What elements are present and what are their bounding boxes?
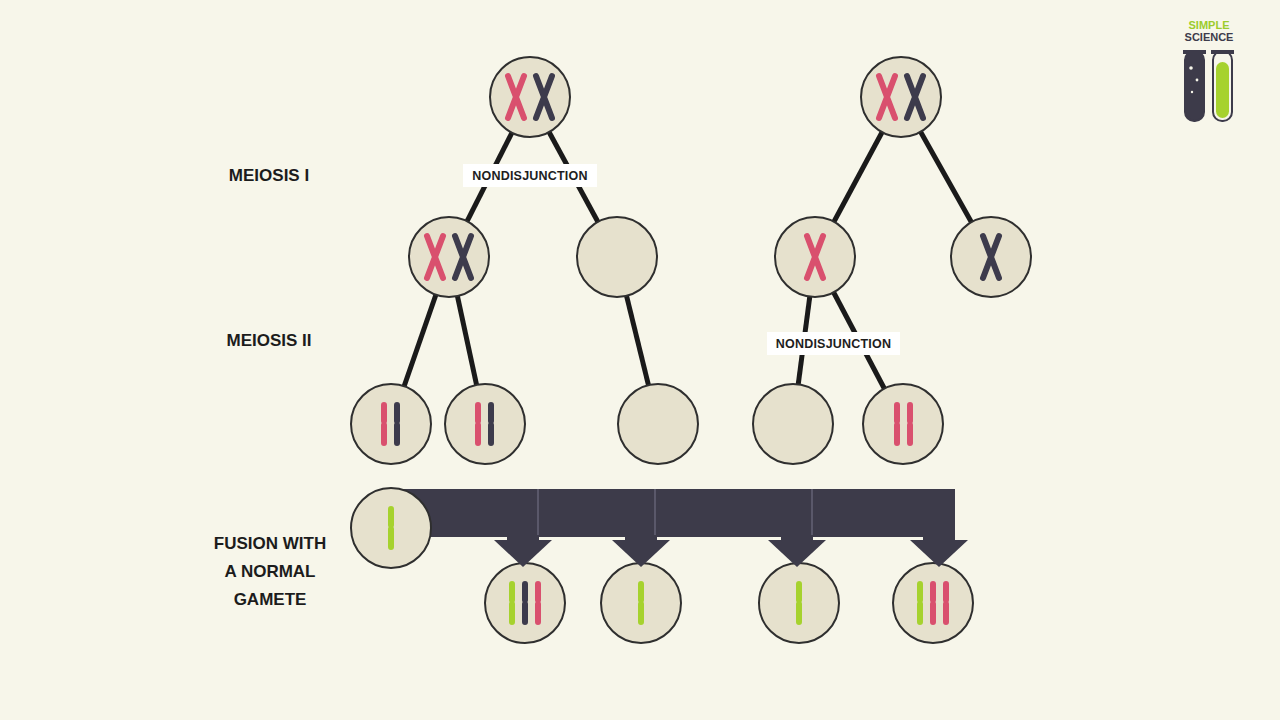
bubble — [1196, 79, 1199, 82]
band-divider — [811, 489, 813, 537]
green-chromatid — [388, 509, 394, 547]
stage-label: MEIOSIS I — [209, 162, 329, 190]
green-chromatid — [796, 584, 802, 622]
arrow-head — [910, 540, 968, 567]
chromatids — [384, 405, 946, 622]
node-text: NONDISJUNCTION — [776, 337, 891, 351]
parent-cell — [490, 57, 570, 137]
band-dividers — [538, 489, 812, 537]
stage-label: MEIOSIS II — [209, 327, 329, 355]
pink-chromosome — [879, 76, 895, 118]
green-chromatid — [917, 584, 923, 622]
pink-chromosome — [807, 236, 823, 278]
pink-chromatid — [894, 405, 900, 443]
x-chromosomes — [427, 76, 999, 278]
dark-chromosome — [455, 236, 471, 278]
nondisjunction-box: NONDISJUNCTION — [463, 164, 597, 187]
tube-liquid — [1216, 62, 1229, 118]
green-test-tube — [1213, 51, 1232, 121]
gamete-cell — [618, 384, 698, 464]
gamete-cell — [351, 384, 431, 464]
bubble — [1189, 66, 1193, 70]
bubble — [1191, 91, 1193, 93]
parent-cell — [861, 57, 941, 137]
zygote-cell — [893, 563, 973, 643]
dark-chromosome — [907, 76, 923, 118]
node-text: NONDISJUNCTION — [472, 169, 587, 183]
dark-chromatid — [488, 405, 494, 443]
division-lines — [391, 97, 991, 424]
zygote-cell — [485, 563, 565, 643]
cells — [351, 57, 1031, 643]
stage-label: FUSION WITH A NORMAL GAMETE — [210, 530, 330, 614]
daughter-cell — [577, 217, 657, 297]
green-chromatid — [509, 584, 515, 622]
arrow-head — [612, 540, 670, 567]
tube-rim — [1211, 50, 1234, 54]
normal-gamete-cell — [351, 488, 431, 568]
gamete-cell — [863, 384, 943, 464]
pink-chromatid — [381, 405, 387, 443]
pink-chromatid — [475, 405, 481, 443]
fusion-arrows — [494, 535, 968, 567]
pink-chromosome — [427, 236, 443, 278]
dark-chromatid — [394, 405, 400, 443]
daughter-cell — [951, 217, 1031, 297]
pink-chromatid — [535, 584, 541, 622]
gamete-cell — [753, 384, 833, 464]
pink-chromatid — [930, 584, 936, 622]
arrow-head — [768, 540, 826, 567]
zygote-cell — [759, 563, 839, 643]
fusion-band — [391, 489, 955, 537]
pink-chromatid — [907, 405, 913, 443]
dark-chromosome — [536, 76, 552, 118]
band-divider — [537, 489, 539, 537]
pink-chromosome — [508, 76, 524, 118]
arrow-head — [494, 540, 552, 567]
daughter-cell — [409, 217, 489, 297]
green-chromatid — [638, 584, 644, 622]
band-divider — [654, 489, 656, 537]
logo-tubes — [1183, 50, 1234, 121]
gamete-cell — [445, 384, 525, 464]
dark-test-tube — [1185, 51, 1204, 121]
pink-chromatid — [943, 584, 949, 622]
dark-chromatid — [522, 584, 528, 622]
daughter-cell — [775, 217, 855, 297]
dark-chromosome — [983, 236, 999, 278]
nondisjunction-box: NONDISJUNCTION — [767, 332, 900, 355]
zygote-cell — [601, 563, 681, 643]
watermark-logo: SIMPLE SCIENCE — [1182, 19, 1236, 43]
tube-rim — [1183, 50, 1206, 54]
